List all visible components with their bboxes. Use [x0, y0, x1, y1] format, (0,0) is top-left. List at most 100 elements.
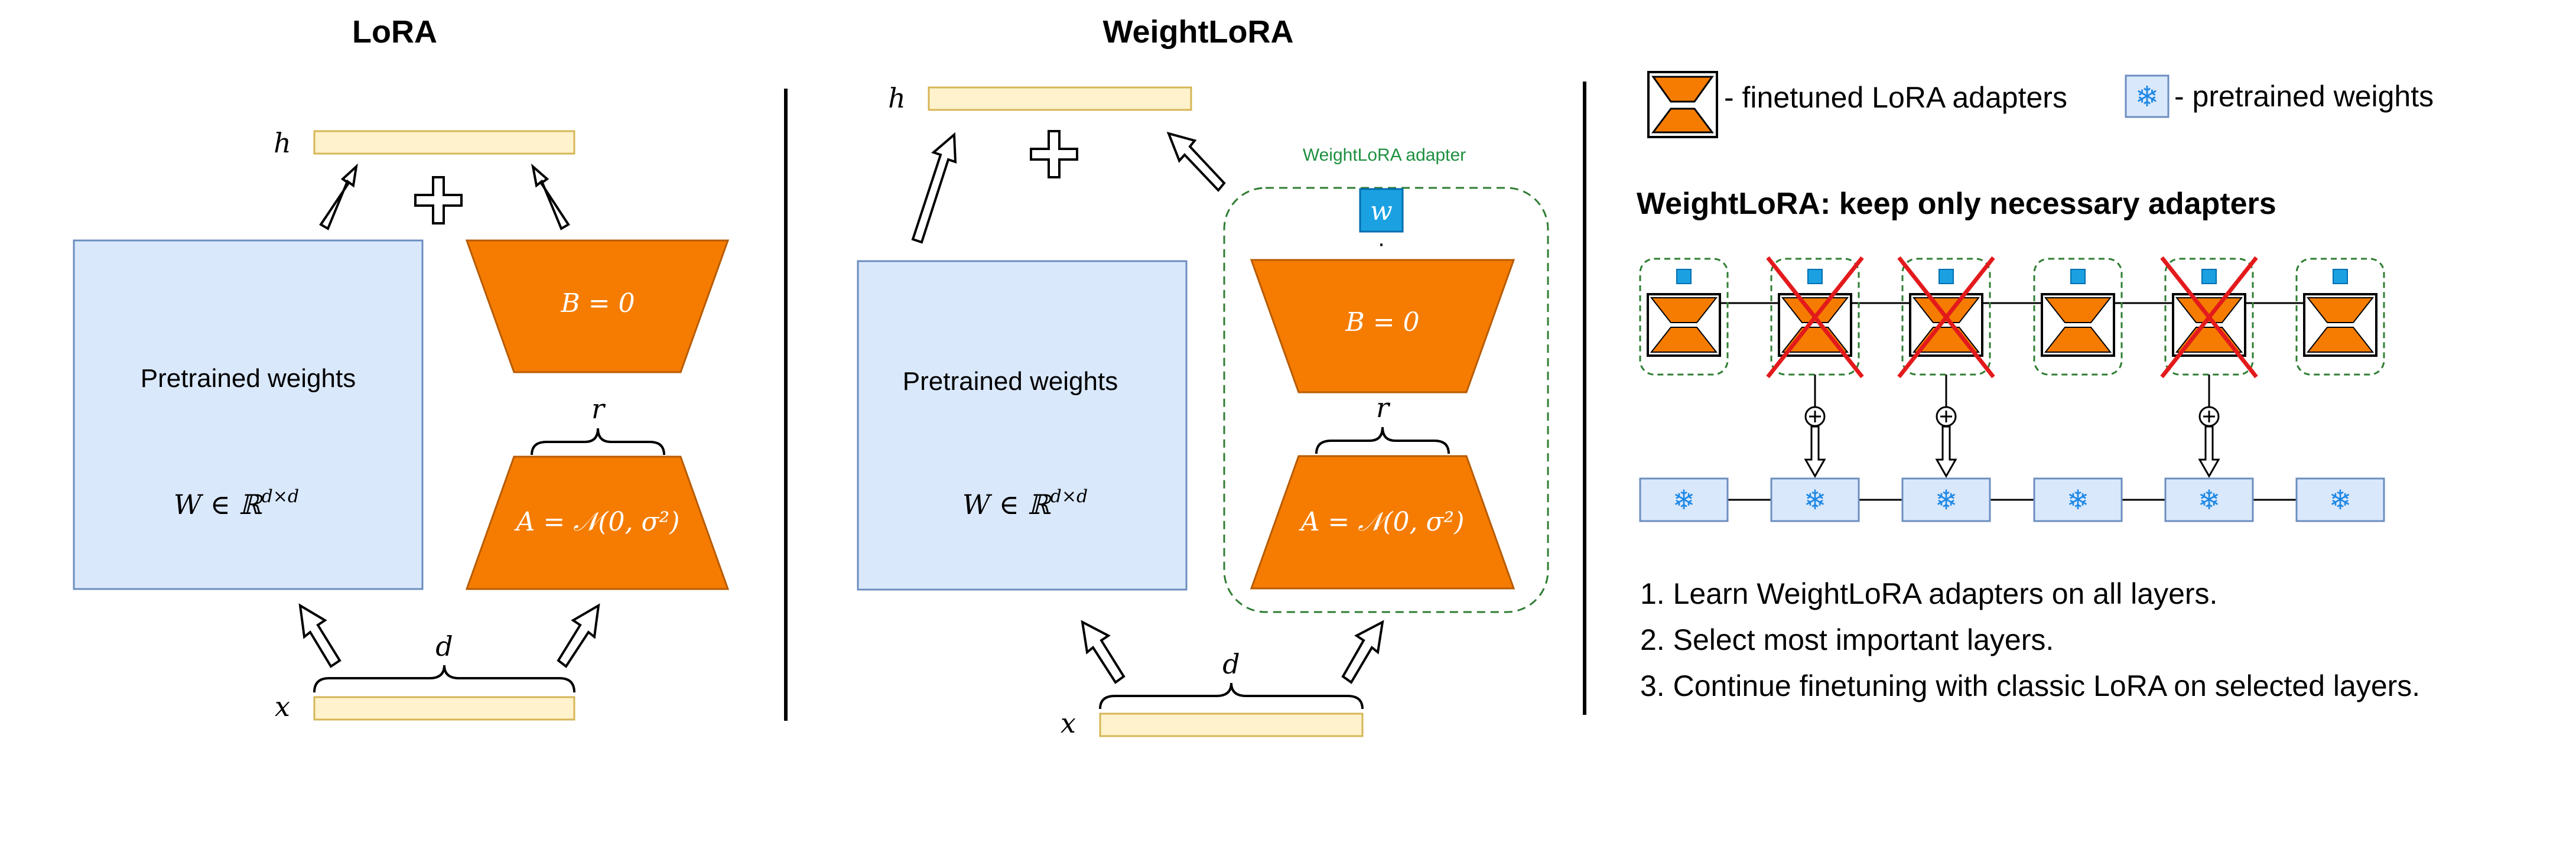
lora-arrow-left-up-icon	[319, 163, 358, 230]
layer-1: ❄	[1639, 258, 1729, 522]
legend-adapter-icon	[1647, 71, 1718, 138]
layer-pretrained-box	[1770, 477, 1860, 522]
layer-weight-square	[1807, 269, 1823, 284]
weightlora-d-brace	[1099, 682, 1364, 710]
lora-pretrained-label: Pretrained weights	[141, 364, 356, 393]
layer-pretrained-box	[1639, 477, 1729, 522]
legend-snowflake-icon: ❄	[2125, 74, 2170, 118]
weightlora-w-label: w	[1370, 196, 1393, 226]
layer-adapter-B	[1781, 297, 1849, 323]
layer-adapter-A	[2175, 327, 2243, 353]
snowflake-icon: ❄	[2329, 484, 2352, 516]
lora-h-bar	[313, 130, 575, 155]
weightlora-d-label: d	[1222, 648, 1240, 680]
layer-group-outline	[1901, 258, 1991, 376]
removed-cross-icon	[1897, 256, 1995, 379]
weightlora-x-label: x	[1061, 707, 1076, 739]
layer-chain: ❄❄❄❄❄❄	[1639, 256, 2385, 522]
lora-plus-icon	[414, 176, 463, 224]
weightlora-panel: WeightLoRA h Pretrained weights W ∈ ℝd×d…	[857, 14, 1549, 739]
lora-x-label: x	[275, 691, 290, 723]
layer-2: ❄	[1766, 256, 1864, 522]
layer-weight-square	[1938, 269, 1954, 284]
weightlora-B-label: B = 0	[1345, 307, 1419, 337]
svg-text:❄: ❄	[2135, 82, 2159, 113]
layer-group-outline	[1639, 258, 1729, 376]
legend-heading: WeightLoRA: keep only necessary adapters	[1637, 187, 2276, 221]
legend-finetuned-text: - finetuned LoRA adapters	[1724, 81, 2067, 114]
merge-arrow-down-icon	[1804, 425, 1826, 479]
weightlora-x-bar	[1099, 712, 1364, 737]
layer-pretrained-box	[2295, 477, 2385, 522]
layer-adapter-B	[2044, 297, 2112, 323]
weightlora-h-label: h	[888, 82, 906, 114]
lora-B-label: B = 0	[560, 288, 635, 318]
layer-adapter-A	[1912, 327, 1980, 353]
weightlora-plus-icon	[1030, 130, 1078, 178]
weightlora-A-matrix	[1250, 455, 1515, 590]
lora-d-brace	[313, 665, 575, 693]
weightlora-w-box	[1359, 188, 1404, 233]
weightlora-h-bar	[928, 86, 1192, 111]
snowflake-icon: ❄	[1804, 484, 1827, 516]
removed-cross-icon	[1766, 256, 1864, 379]
weightlora-arrow-right-in-icon	[1341, 620, 1384, 684]
step-1: 1. Learn WeightLoRA adapters on all laye…	[1640, 577, 2217, 610]
weightlora-A-label: A = 𝒩(0, σ²)	[1299, 507, 1465, 537]
lora-x-bar	[313, 696, 575, 721]
weightlora-r-brace	[1315, 427, 1450, 454]
layer-4: ❄	[2033, 258, 2123, 522]
layer-5: ❄	[2160, 256, 2258, 522]
weightlora-arrow-left-in-icon	[1081, 620, 1126, 684]
weightlora-W-label: W ∈ ℝd×d	[962, 486, 1088, 520]
weightlora-adapter-group	[1223, 187, 1549, 613]
legend-pretrained-text: - pretrained weights	[2174, 80, 2434, 113]
weightlora-B-matrix	[1250, 259, 1515, 393]
layer-adapter-A	[2044, 327, 2112, 353]
layer-3: ❄	[1897, 256, 1995, 522]
weightlora-r-label: r	[1376, 392, 1391, 424]
layer-weight-square	[1676, 269, 1692, 284]
layer-adapter-B	[1650, 297, 1718, 323]
layer-group-outline	[1770, 258, 1860, 376]
lora-d-label: d	[435, 630, 453, 662]
lora-arrow-left-in-icon	[298, 603, 341, 668]
layer-pretrained-box	[2033, 477, 2123, 522]
layer-group-outline	[2295, 258, 2385, 376]
lora-pretrained-box	[73, 239, 424, 590]
lora-arrow-right-in-icon	[557, 603, 600, 668]
layer-6: ❄	[2295, 258, 2385, 522]
layer-adapter-B	[2175, 297, 2243, 323]
layer-adapter-B	[2306, 297, 2375, 323]
snowflake-icon: ❄	[2198, 484, 2221, 516]
lora-A-label: A = 𝒩(0, σ²)	[514, 507, 680, 537]
merge-arrow-down-icon	[2198, 425, 2220, 479]
layer-group-outline	[2033, 258, 2123, 376]
weightlora-pretrained-label: Pretrained weights	[903, 367, 1118, 396]
layer-adapter-B	[1912, 297, 1980, 323]
lora-title: LoRA	[352, 14, 437, 50]
layer-weight-square	[2201, 269, 2217, 284]
layer-adapter-A	[1781, 327, 1849, 353]
lora-r-label: r	[591, 393, 606, 425]
weightlora-adapter-label: WeightLoRA adapter	[1303, 145, 1466, 165]
layer-weight-square	[2070, 269, 2086, 284]
legend-panel: - finetuned LoRA adapters ❄ - pretrained…	[1637, 71, 2434, 702]
step-3: 3. Continue finetuning with classic LoRA…	[1640, 669, 2420, 702]
lora-W-label: W ∈ ℝd×d	[174, 486, 299, 520]
weightlora-arrow-left-up-icon	[911, 132, 957, 244]
lora-r-brace	[531, 428, 665, 455]
removed-cross-icon	[2160, 256, 2258, 379]
lora-arrow-right-up-icon	[531, 163, 570, 230]
weightlora-dot: ·	[1377, 230, 1385, 256]
snowflake-icon: ❄	[1673, 484, 1696, 516]
layer-pretrained-box	[1901, 477, 1991, 522]
weightlora-pretrained-box	[857, 260, 1188, 591]
merge-arrow-down-icon	[1935, 425, 1957, 479]
layer-group-outline	[2164, 258, 2254, 376]
weightlora-arrow-right-up-icon	[1166, 132, 1226, 193]
layer-adapter-A	[1650, 327, 1718, 353]
lora-B-matrix	[465, 239, 730, 373]
layer-pretrained-box	[2164, 477, 2254, 522]
